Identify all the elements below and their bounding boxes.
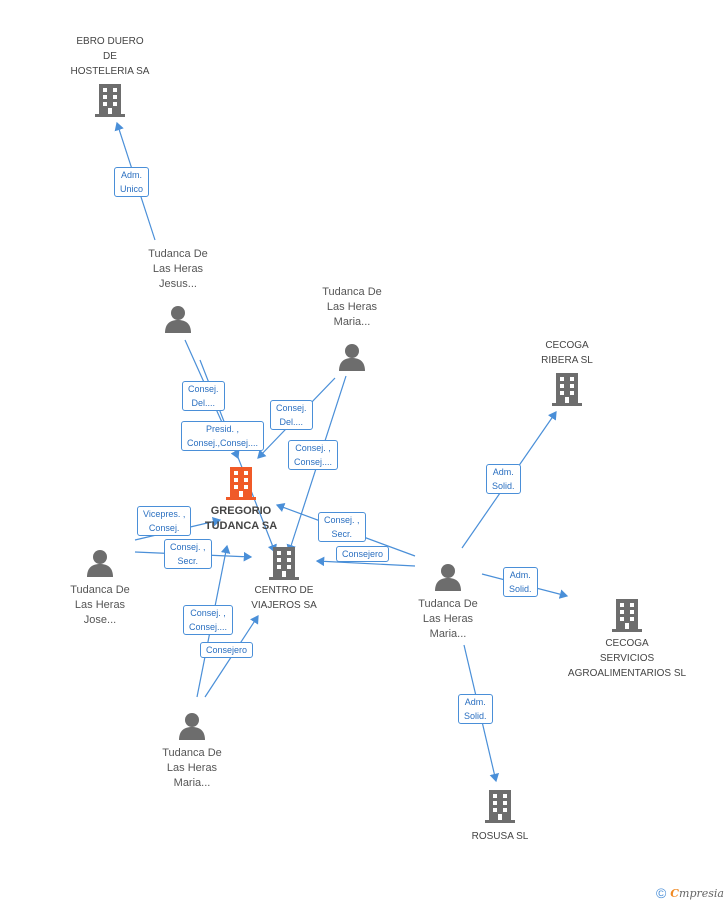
edge-label-line1: Consejero: [342, 549, 384, 559]
company-label-line1: CECOGA: [545, 340, 589, 351]
edge-label-adm-solid[interactable]: Adm. Solid.: [458, 694, 493, 724]
edge-label-line1: Consej. ,: [190, 608, 226, 618]
building-icon: [612, 599, 642, 632]
edge-label-line2: Consej.: [148, 523, 180, 533]
edge-label-line1: Adm.: [121, 170, 143, 180]
copyright-symbol: ©: [655, 885, 667, 901]
person-label-line2: Las Heras: [152, 263, 204, 275]
edge-label-line1: Adm.: [509, 570, 531, 580]
edge-label-line1: Consejero: [206, 645, 248, 655]
person-icon: [165, 306, 191, 333]
person-label-line1: Tudanca De: [322, 286, 382, 298]
company-label-line2: VIAJEROS SA: [251, 600, 317, 611]
edge-label-adm-solid[interactable]: Adm. Solid.: [486, 464, 521, 494]
edge-label-line1: Adm.: [492, 467, 514, 477]
company-label-line1: ROSUSA SL: [471, 831, 529, 842]
company-centro-viajeros[interactable]: CENTRO DE VIAJEROS SA: [237, 546, 331, 613]
edge-label-line1: Adm.: [464, 697, 486, 707]
company-rosusa[interactable]: ROSUSA SL: [455, 789, 545, 844]
person-icon: [179, 713, 205, 740]
person-tudanca-maria-bottom[interactable]: Tudanca De Las Heras Maria...: [142, 711, 242, 791]
edge-label-consej-secr[interactable]: Consej. , Secr.: [164, 539, 212, 569]
edge-label-line2: Solid.: [509, 584, 532, 594]
edge-label-consej-consej[interactable]: Consej. , Consej....: [183, 605, 234, 635]
edge-label-vicepres-consej[interactable]: Vicepres. , Consej.: [137, 506, 192, 536]
person-tudanca-maria-right[interactable]: Tudanca De Las Heras Maria...: [398, 562, 498, 642]
edge-label-line2: Consej.,Consej....: [187, 438, 259, 448]
edge-mariaright-centro: [315, 556, 416, 567]
edge-label-line1: Consej.: [188, 384, 219, 394]
edge-label-adm-solid[interactable]: Adm. Solid.: [503, 567, 538, 597]
person-tudanca-jose[interactable]: Tudanca De Las Heras Jose...: [50, 548, 150, 628]
edge-label-line2: Solid.: [464, 711, 487, 721]
person-label-line3: Maria...: [173, 777, 211, 789]
edge-label-consej-del[interactable]: Consej. Del....: [182, 381, 225, 411]
company-cecoga-servicios[interactable]: CECOGA SERVICIOS AGROALIMENTARIOS SL: [556, 598, 698, 681]
edge-label-consejero[interactable]: Consejero: [200, 642, 254, 658]
company-label-line1: CENTRO DE: [254, 585, 314, 596]
building-icon: [552, 373, 582, 406]
person-label-line2: Las Heras: [74, 599, 126, 611]
edge-label-consej-consej[interactable]: Consej. , Consej....: [288, 440, 339, 470]
person-label-line3: Jesus...: [159, 278, 197, 290]
company-ebro-duero[interactable]: EBRO DUERO DE HOSTELERIA SA: [60, 34, 160, 117]
building-icon: [95, 84, 125, 117]
edge-label-line1: Presid. ,: [206, 424, 240, 434]
edge-label-line2: Secr.: [177, 556, 199, 566]
edge-label-presid-consej[interactable]: Presid. , Consej.,Consej....: [181, 421, 265, 451]
person-icon: [87, 550, 113, 577]
brand-logo[interactable]: Cmpresia: [670, 887, 724, 900]
edge-label-line2: Unico: [120, 184, 144, 194]
company-label-line2: RIBERA SL: [541, 355, 593, 366]
person-tudanca-jesus[interactable]: Tudanca De Las Heras Jesus...: [128, 247, 228, 334]
person-label-line2: Las Heras: [326, 301, 378, 313]
company-label-line1: GREGORIO: [210, 505, 272, 517]
company-label-line1: CECOGA: [605, 638, 649, 649]
edge-label-consej-del[interactable]: Consej. Del....: [270, 400, 313, 430]
person-label-line3: Jose...: [83, 614, 117, 626]
person-label-line1: Tudanca De: [418, 598, 478, 610]
edge-label-line2: Consej....: [189, 622, 228, 632]
person-icon: [339, 344, 365, 371]
company-label-line2: SERVICIOS: [599, 653, 655, 664]
edge-label-line1: Vicepres. ,: [143, 509, 186, 519]
edge-label-line1: Consej. ,: [295, 443, 331, 453]
person-label-line2: Las Heras: [166, 762, 218, 774]
company-label-line1: EBRO DUERO: [76, 36, 144, 47]
edge-label-line1: Consej. ,: [324, 515, 360, 525]
building-icon: [485, 790, 515, 823]
edge-label-line1: Consej.: [276, 403, 307, 413]
edge-label-consejero[interactable]: Consejero: [336, 546, 390, 562]
edge-label-consej-secr[interactable]: Consej. , Secr.: [318, 512, 366, 542]
company-label-line2: TUDANCA SA: [204, 520, 278, 532]
person-label-line3: Maria...: [429, 628, 467, 640]
brand-logo-letter: C: [670, 886, 680, 900]
footer-attribution: © Cmpresia: [656, 885, 724, 901]
edge-label-line2: Secr.: [331, 529, 353, 539]
building-icon: [269, 547, 299, 580]
person-icon: [435, 564, 461, 591]
building-icon: [226, 467, 256, 500]
company-label-line3: HOSTELERIA SA: [70, 66, 150, 77]
edge-label-line2: Consej....: [294, 457, 333, 467]
edge-label-line1: Consej. ,: [170, 542, 206, 552]
person-label-line1: Tudanca De: [70, 584, 130, 596]
edge-label-line2: Del....: [191, 398, 216, 408]
company-cecoga-ribera[interactable]: CECOGA RIBERA SL: [520, 338, 614, 406]
person-label-line1: Tudanca De: [148, 248, 208, 260]
company-label-line3: AGROALIMENTARIOS SL: [567, 668, 687, 679]
edge-label-adm-unico[interactable]: Adm. Unico: [114, 167, 150, 197]
edge-label-line2: Del....: [279, 417, 304, 427]
company-gregorio-tudanca[interactable]: GREGORIO TUDANCA SA: [193, 466, 289, 534]
edge-label-line2: Solid.: [492, 481, 515, 491]
person-label-line1: Tudanca De: [162, 747, 222, 759]
company-label-line2: DE: [103, 51, 117, 62]
person-label-line3: Maria...: [333, 316, 371, 328]
person-label-line2: Las Heras: [422, 613, 474, 625]
person-tudanca-maria-top[interactable]: Tudanca De Las Heras Maria...: [302, 285, 402, 372]
brand-logo-text: mpresia: [679, 886, 724, 900]
